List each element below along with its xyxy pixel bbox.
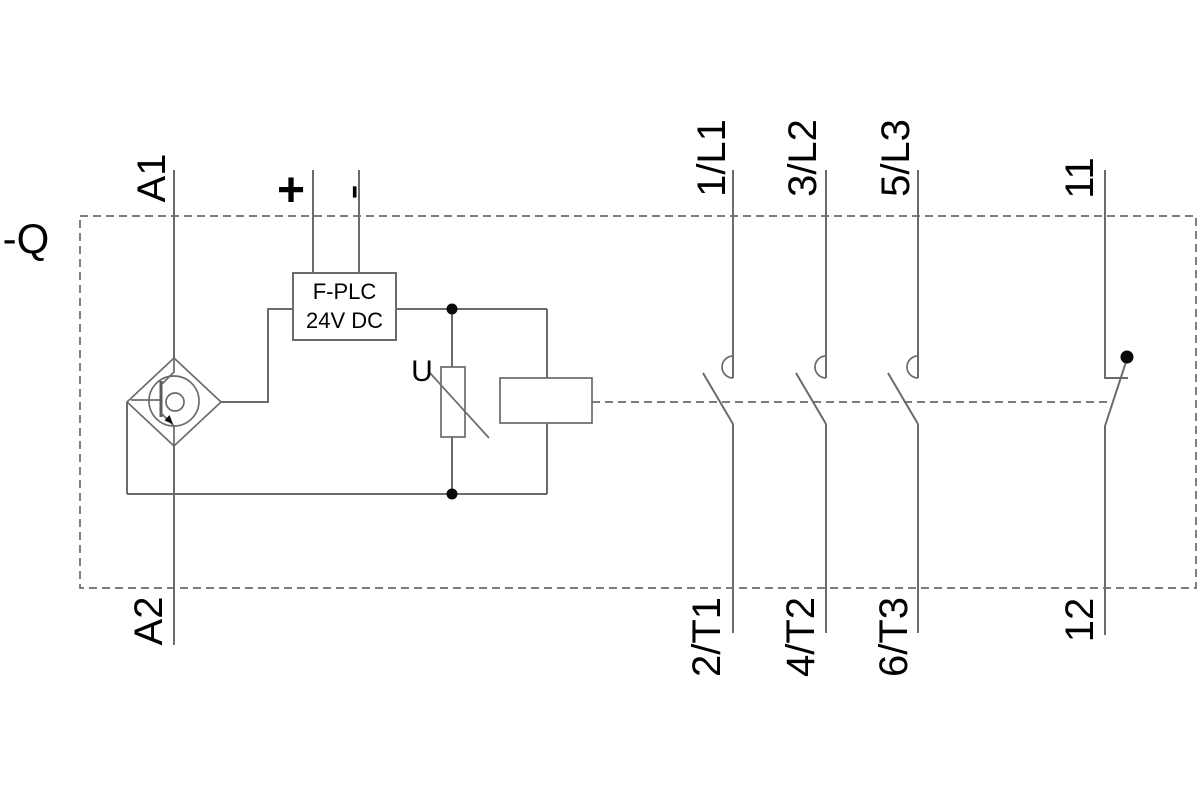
supply-plus-label: + xyxy=(276,164,306,217)
terminal-label-a1: A1 xyxy=(130,153,174,203)
terminal-label-3l2: 3/L2 xyxy=(781,119,825,197)
junction-dot-bottom xyxy=(446,488,458,500)
coil-body xyxy=(499,377,593,424)
transistor-collector xyxy=(160,358,175,386)
plc-box-line1: F-PLC xyxy=(312,279,377,304)
main-contact-pole-3 xyxy=(887,170,919,633)
terminal-label-12: 12 xyxy=(1058,597,1102,643)
transistor-drive-symbol xyxy=(125,356,223,448)
varistor-label: U xyxy=(411,355,433,388)
pole2-fixed-contact-arc xyxy=(814,355,827,379)
terminal-label-a2: A2 xyxy=(127,596,171,646)
varistor-diagonal xyxy=(429,372,490,439)
pole1-blade xyxy=(702,372,734,425)
pole3-blade xyxy=(887,372,919,425)
terminal-label-11: 11 xyxy=(1058,157,1102,199)
pole3-fixed-contact-arc xyxy=(906,355,919,379)
junction-dot-top xyxy=(446,303,458,315)
aux-contact-nc xyxy=(1104,170,1134,635)
plc-box: F-PLC 24V DC xyxy=(292,272,397,341)
pole1-fixed-contact-arc xyxy=(721,355,734,379)
pole2-blade xyxy=(795,372,827,425)
aux-contact-dot xyxy=(1120,350,1134,364)
plc-box-line2: 24V DC xyxy=(305,308,384,333)
inner-circle xyxy=(165,392,185,412)
aux-top-wire xyxy=(1104,170,1128,379)
terminal-label-4t2: 4/T2 xyxy=(779,596,823,678)
terminal-label-2t1: 2/T1 xyxy=(685,596,729,678)
supply-minus-label: - xyxy=(325,184,377,200)
aux-blade xyxy=(1104,361,1127,427)
device-label: -Q xyxy=(2,215,50,262)
main-contact-pole-2 xyxy=(795,170,827,633)
transistor-emitter xyxy=(160,412,175,446)
wire-plc-to-transistor xyxy=(221,308,292,403)
terminal-label-6t3: 6/T3 xyxy=(872,596,916,678)
main-contact-pole-1 xyxy=(702,170,734,633)
emitter-arrow-icon xyxy=(164,415,173,424)
control-circuit xyxy=(126,170,548,645)
terminal-label-1l1: 1/L1 xyxy=(690,119,734,197)
varistor-body xyxy=(440,366,466,438)
dashed-enclosure xyxy=(79,215,1197,589)
varistor-symbol xyxy=(429,366,490,439)
terminal-label-5l3: 5/L3 xyxy=(874,119,918,197)
